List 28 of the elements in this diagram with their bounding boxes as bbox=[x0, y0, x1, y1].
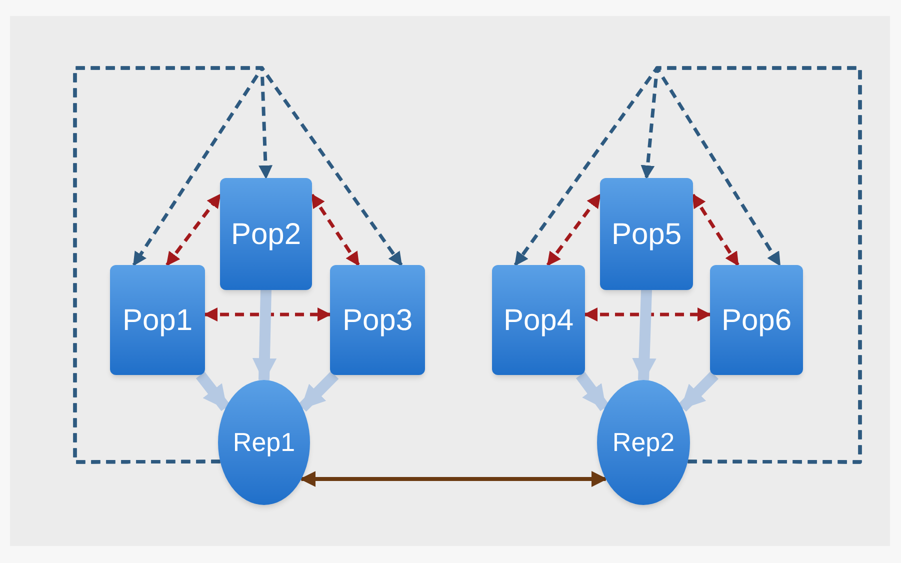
process-box bbox=[110, 265, 205, 375]
node-label: Rep1 bbox=[232, 426, 296, 459]
block-arrow bbox=[196, 372, 230, 412]
node-label: Rep2 bbox=[612, 426, 675, 459]
block-arrow bbox=[298, 371, 339, 412]
dashed-arrow bbox=[166, 194, 222, 266]
dashed-arrow bbox=[692, 194, 740, 266]
dashed-arrow bbox=[584, 308, 712, 322]
node-label: Pop4 bbox=[503, 302, 574, 338]
dashed-arrow bbox=[546, 194, 602, 266]
node-label: Pop6 bbox=[721, 302, 792, 338]
process-box bbox=[330, 265, 425, 375]
dashed-arrow bbox=[204, 308, 332, 322]
block-arrow bbox=[252, 290, 277, 382]
process-box bbox=[492, 265, 585, 375]
double-arrow bbox=[300, 471, 608, 487]
dashed-arrow bbox=[310, 194, 360, 266]
block-arrow bbox=[576, 372, 610, 412]
node-label: Pop3 bbox=[342, 302, 413, 338]
block-arrow bbox=[632, 290, 656, 382]
node-label: Pop1 bbox=[122, 302, 193, 338]
process-box bbox=[600, 178, 693, 290]
process-box bbox=[220, 178, 312, 290]
node-label: Pop2 bbox=[230, 216, 302, 252]
dashed-arrow bbox=[73, 66, 403, 464]
process-box bbox=[710, 265, 803, 375]
block-arrow bbox=[678, 371, 719, 412]
node-label: Pop5 bbox=[611, 216, 682, 252]
